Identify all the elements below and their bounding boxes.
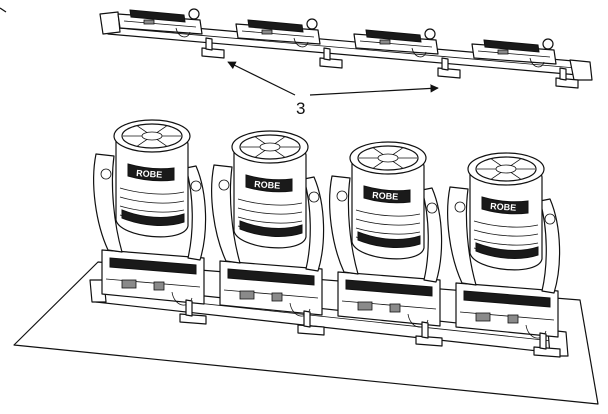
moving-head-fixture: ROBE (93, 119, 207, 325)
moving-head-fixtures: ROBE ROBE ROBE ROBE (93, 119, 561, 358)
yoke-arm-right (421, 187, 443, 283)
yoke-arm-right (185, 165, 207, 261)
yoke-arm-left (211, 164, 241, 264)
rail-clamp-unit (471, 38, 557, 68)
rail-clamp-unit (353, 28, 439, 58)
omega-bracket (201, 37, 225, 59)
yoke-arm-left (329, 175, 359, 275)
logo-plate (127, 163, 175, 182)
callout-label: 3 (296, 99, 305, 118)
moving-head-fixture: ROBE (211, 130, 325, 336)
rail-end-cap-left (99, 11, 121, 35)
logo-text: ROBE (254, 179, 281, 191)
moving-head-fixture: ROBE (329, 141, 443, 347)
logo-text: ROBE (372, 190, 399, 202)
logo-text: ROBE (490, 201, 517, 213)
omega-bracket (437, 57, 461, 79)
omega-bracket (415, 321, 443, 347)
logo-text: ROBE (136, 168, 163, 180)
corner-mark (0, 7, 7, 13)
moving-head-fixture: ROBE (447, 152, 561, 358)
yoke-arm-right (303, 176, 325, 272)
rail-clamp-unit (117, 8, 203, 38)
leader-arrow-right (309, 84, 439, 96)
logo-plate (481, 196, 529, 215)
rail-clamp-unit (235, 18, 321, 48)
omega-bracket (297, 310, 325, 336)
omega-bracket (555, 67, 579, 89)
yoke-arm-right (539, 198, 561, 294)
omega-bracket (533, 332, 561, 358)
logo-plate (245, 174, 293, 193)
omega-bracket (319, 47, 343, 69)
omega-brackets (201, 37, 579, 89)
yoke-arm-left (93, 153, 123, 253)
rail-end-cap-right (569, 59, 593, 81)
leader-arrow-left (227, 61, 296, 96)
yoke-arm-left (447, 186, 477, 286)
logo-plate (363, 185, 411, 204)
callout-3: 3 (227, 61, 439, 118)
omega-bracket (179, 299, 207, 325)
